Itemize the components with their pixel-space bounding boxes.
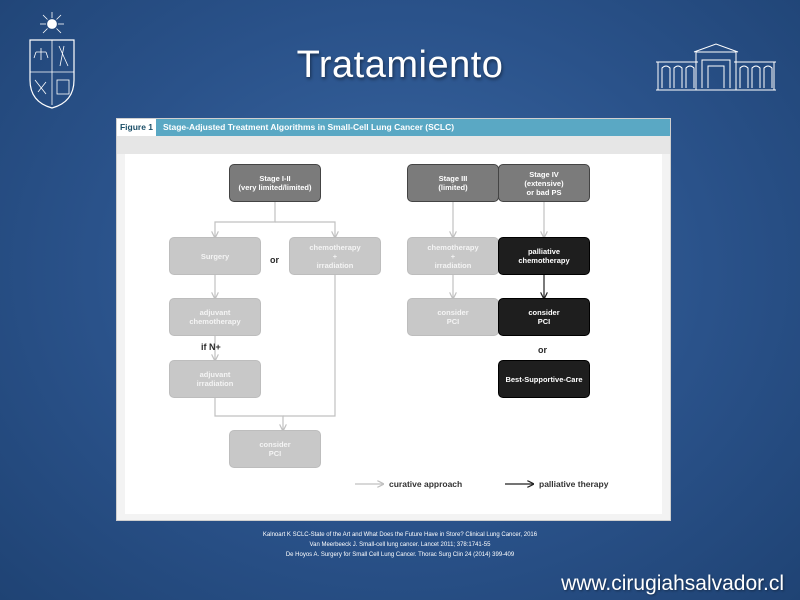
reference-line: Kalnoart K SCLC-State of the Art and Wha… [262, 532, 538, 538]
stage-4-node: Stage IV (extensive) or bad PS [498, 164, 590, 202]
reference-line: De Hoyos A. Surgery for Small Cell Lung … [285, 552, 515, 558]
reference-line: Van Meerbeeck J. Small-cell lung cancer.… [309, 542, 491, 548]
adjuvant-irradiation-node: adjuvant irradiation [169, 360, 261, 398]
legend-palliative-label: palliative therapy [539, 479, 609, 489]
if-n-plus-label: if N+ [201, 342, 221, 352]
references: Kalnoart K SCLC-State of the Art and Wha… [0, 530, 800, 560]
flowchart-area: Stage I-II (very limited/limited) Stage … [125, 154, 662, 514]
best-supportive-care-node: Best-Supportive-Care [498, 360, 590, 398]
consider-pci-node-stage-3: consider PCI [407, 298, 499, 336]
figure-header: Figure 1 Stage-Adjusted Treatment Algori… [117, 119, 670, 136]
website-url: www.cirugiahsalvador.cl [561, 572, 784, 595]
or-label: or [538, 345, 547, 355]
flowchart-connectors [125, 202, 662, 514]
figure-title: Stage-Adjusted Treatment Algorithms in S… [163, 122, 455, 132]
surgery-node: Surgery [169, 237, 261, 275]
chemo-irradiation-node-stage-3: chemotherapy + irradiation [407, 237, 499, 275]
stage-1-2-node: Stage I-II (very limited/limited) [229, 164, 321, 202]
treatment-algorithm-figure: Figure 1 Stage-Adjusted Treatment Algori… [116, 118, 671, 521]
palliative-chemotherapy-node: palliative chemotherapy [498, 237, 590, 275]
consider-pci-node-stage-1-2: consider PCI [229, 430, 321, 468]
chemo-irradiation-node-stage-1-2: chemotherapy + irradiation [289, 237, 381, 275]
legend-curative-label: curative approach [389, 479, 463, 489]
adjuvant-chemotherapy-node: adjuvant chemotherapy [169, 298, 261, 336]
slide-title: Tratamiento [296, 44, 504, 86]
university-seal-icon [29, 12, 75, 109]
figure-band [117, 136, 670, 154]
consider-pci-node-stage-4: consider PCI [498, 298, 590, 336]
or-label: or [270, 255, 279, 265]
figure-label: Figure 1 [117, 119, 156, 136]
hospital-building-icon [656, 43, 776, 91]
stage-3-node: Stage III (limited) [407, 164, 499, 202]
